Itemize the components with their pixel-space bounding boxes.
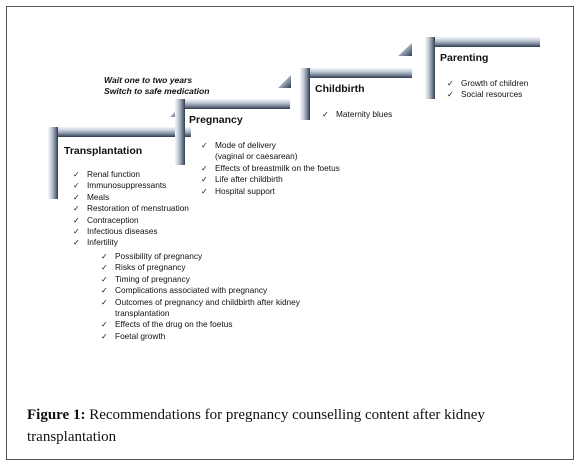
checklist-item: Life after childbirth	[201, 174, 340, 186]
checklist-transplantation-subitems: Possibility of pregnancyRisks of pregnan…	[101, 251, 300, 343]
checklist-item-text: Contraception	[87, 214, 139, 225]
note-line-1: Wait one to two years	[104, 75, 193, 85]
checklist-item-text-continued: (vaginal or caesarean)	[215, 151, 298, 162]
checklist-item-text: Hospital support	[215, 185, 275, 196]
checklist-item-text-continued: transplantation	[115, 308, 170, 319]
checklist-item: Social resources	[447, 89, 528, 101]
checklist-item-text: Foetal growth	[115, 330, 166, 341]
checklist-item-text: Renal function	[87, 169, 141, 179]
checklist-item-text: Infertility	[87, 237, 118, 248]
checklist-item: Immunosuppressants	[73, 180, 189, 192]
checklist-item: Outcomes of pregnancy and childbirth aft…	[101, 297, 300, 320]
checklist-item: Risks of pregnancy	[101, 262, 300, 274]
checklist-item: Renal function	[73, 169, 189, 181]
checklist-item-text: Outcomes of pregnancy and childbirth aft…	[115, 296, 300, 307]
checklist-transplantation: Renal functionImmunosuppressantsMealsRes…	[73, 169, 189, 249]
checklist-pregnancy: Mode of delivery(vaginal or caesarean)Ef…	[201, 140, 340, 197]
stage-title-pregnancy: Pregnancy	[189, 114, 243, 126]
transition-note: Wait one to two years Switch to safe med…	[104, 75, 210, 97]
checklist-item-text: Life after childbirth	[215, 174, 283, 185]
checklist-item: Contraception	[73, 214, 189, 227]
figure-caption: Figure 1: Recommendations for pregnancy …	[27, 404, 572, 448]
step-childbirth-bar	[300, 43, 412, 120]
checklist-item: Timing of pregnancy	[101, 273, 300, 286]
checklist-item-text: Possibility of pregnancy	[115, 251, 203, 261]
staircase-graphic	[48, 37, 540, 199]
checklist-item: Hospital support	[201, 185, 340, 198]
checklist-item: Growth of children	[447, 78, 529, 90]
checklist-item-text: Maternity blues	[336, 109, 393, 119]
checklist-item-text: Complications associated with pregnancy	[115, 285, 268, 296]
step-pregnancy-bar	[175, 75, 291, 165]
checklist-item-text: Growth of children	[461, 78, 529, 88]
caption-text: Recommendations for pregnancy counsellin…	[27, 407, 485, 445]
checklist-item: Foetal growth	[101, 330, 300, 343]
stage-title-parenting: Parenting	[440, 52, 489, 64]
caption-label: Figure 1:	[27, 407, 86, 423]
checklist-item-text: Immunosuppressants	[87, 180, 167, 191]
checklist-item: Restoration of menstruation	[73, 203, 189, 215]
checklist-item-text: Effects of breastmilk on the foetus	[215, 162, 340, 173]
checklist-item-text: Social resources	[461, 89, 523, 100]
stage-title-childbirth: Childbirth	[315, 83, 365, 95]
checklist-item-text: Timing of pregnancy	[115, 273, 190, 284]
checklist-item: Complications associated with pregnancy	[101, 285, 300, 297]
checklist-item: Mode of delivery(vaginal or caesarean)	[201, 140, 340, 163]
checklist-childbirth: Maternity blues	[322, 109, 393, 121]
stage-title-transplantation: Transplantation	[64, 145, 143, 157]
note-line-2: Switch to safe medication	[104, 86, 210, 96]
checklist-item-text: Effects of the drug on the foetus	[115, 319, 233, 330]
checklist-item: Maternity blues	[322, 109, 393, 121]
checklist-item: Effects of breastmilk on the foetus	[201, 162, 340, 175]
checklist-item-text: Mode of delivery	[215, 140, 276, 150]
checklist-item-text: Risks of pregnancy	[115, 262, 186, 273]
checklist-parenting: Growth of childrenSocial resources	[447, 78, 528, 101]
checklist-item-text: Meals	[87, 191, 110, 202]
checklist-item: Infectious diseases	[73, 226, 189, 238]
checklist-item: Effects of the drug on the foetus	[101, 319, 300, 331]
step-parenting-bar	[425, 37, 540, 99]
checklist-item: Possibility of pregnancy	[101, 251, 300, 263]
checklist-item: Meals	[73, 191, 189, 204]
checklist-item-text: Restoration of menstruation	[87, 203, 189, 214]
checklist-item: Infertility	[73, 237, 189, 249]
checklist-item-text: Infectious diseases	[87, 226, 158, 237]
